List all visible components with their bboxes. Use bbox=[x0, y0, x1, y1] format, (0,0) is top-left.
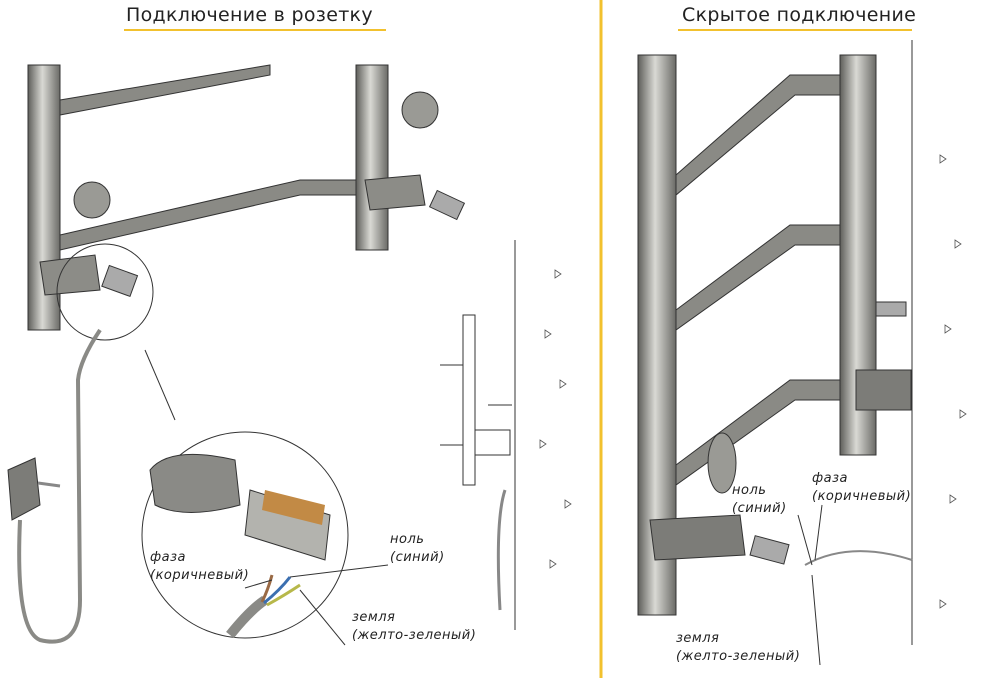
phase-label: фаза bbox=[150, 550, 186, 565]
right-phase-label: фаза (коричневый) bbox=[812, 470, 911, 506]
neutral-color-label: (синий) bbox=[390, 550, 445, 565]
left-ground-label: земля (желто-зеленый) bbox=[352, 609, 476, 645]
ground-color-label: (желто-зеленый) bbox=[676, 649, 801, 664]
right-panel-title: Скрытое подключение bbox=[682, 4, 917, 26]
neutral-color-label: (синий) bbox=[732, 501, 787, 516]
right-neutral-label: ноль (синий) bbox=[732, 482, 787, 518]
magnifier-circle-small bbox=[56, 243, 154, 341]
magnifier-circle-large bbox=[141, 431, 349, 639]
plug bbox=[7, 457, 61, 521]
right-ground-label: земля (желто-зеленый) bbox=[676, 630, 800, 666]
left-phase-label: фаза (коричневый) bbox=[150, 549, 249, 585]
ground-label: земля bbox=[352, 610, 396, 625]
left-neutral-label: ноль (синий) bbox=[390, 531, 445, 567]
hidden-cable bbox=[804, 550, 913, 566]
wall-texture bbox=[539, 154, 967, 609]
ground-label: земля bbox=[676, 631, 720, 646]
phase-color-label: (коричневый) bbox=[150, 568, 250, 583]
towel-rail-right bbox=[637, 54, 912, 616]
power-cord bbox=[17, 328, 102, 644]
left-panel-title: Подключение в розетку bbox=[126, 4, 373, 26]
towel-rail-left bbox=[27, 64, 466, 331]
neutral-label: ноль bbox=[390, 532, 425, 547]
side-view bbox=[440, 240, 516, 630]
ground-color-label: (желто-зеленый) bbox=[352, 628, 477, 643]
zoom-arrow bbox=[144, 349, 176, 421]
neutral-label: ноль bbox=[732, 483, 767, 498]
phase-label: фаза bbox=[812, 471, 848, 486]
phase-color-label: (коричневый) bbox=[812, 489, 912, 504]
